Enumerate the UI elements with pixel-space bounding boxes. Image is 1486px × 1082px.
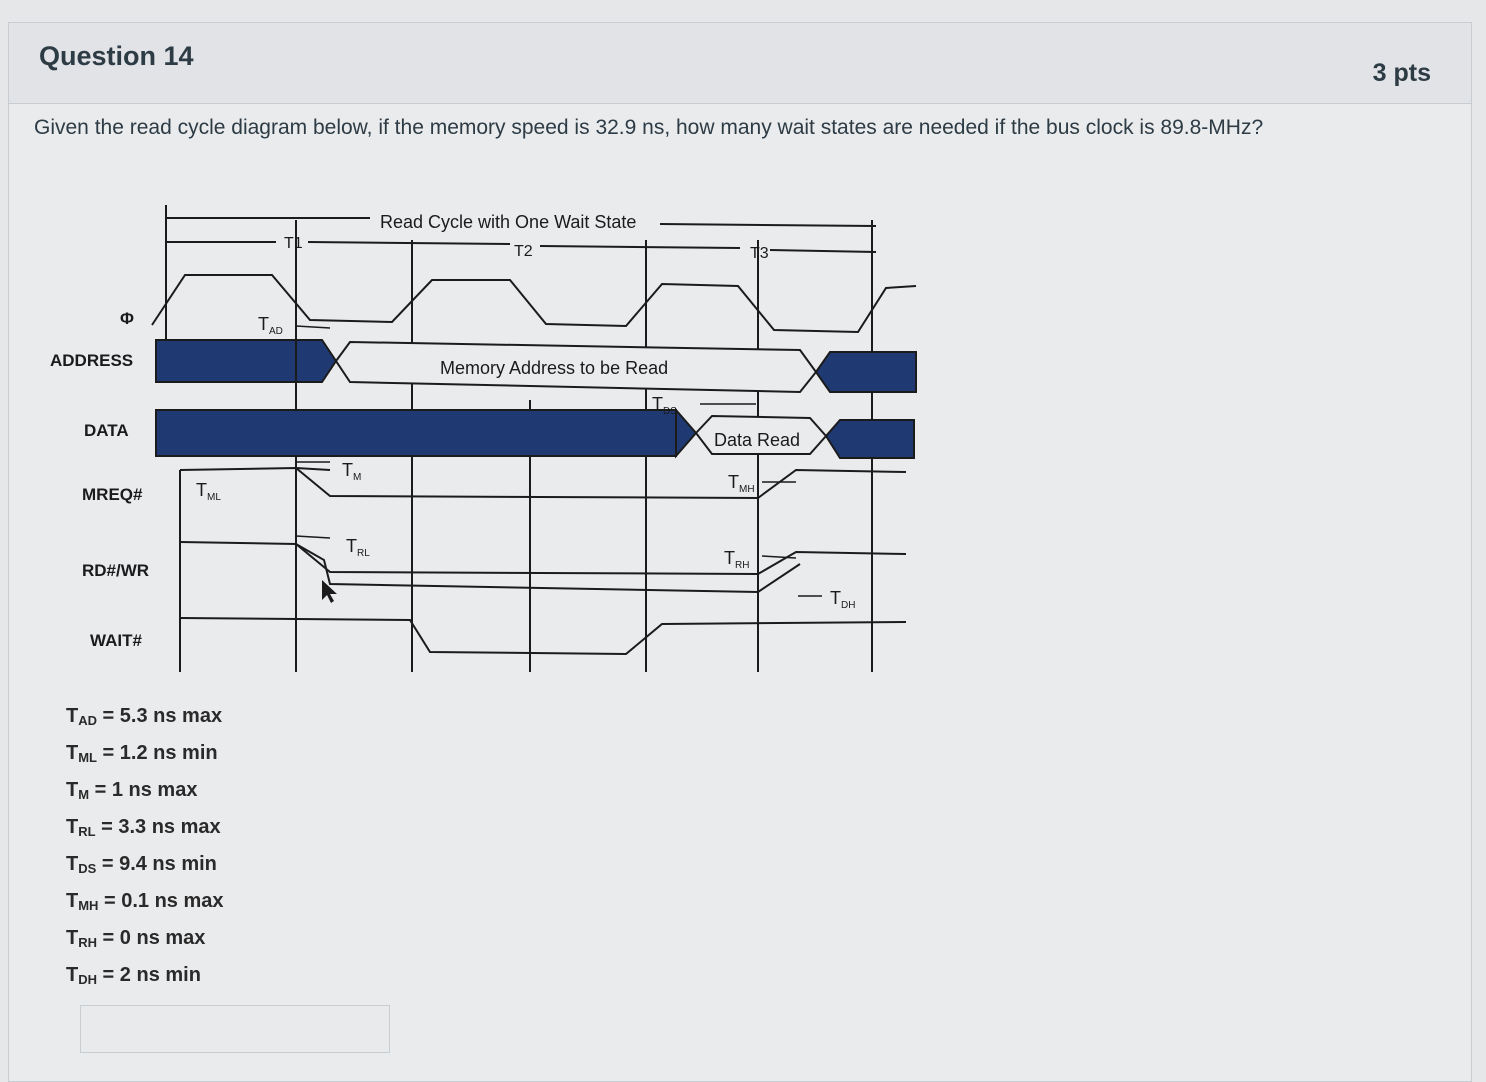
t2-span-line <box>307 241 511 245</box>
data-transition-left <box>675 407 698 459</box>
address-invalid-block-right <box>814 351 917 393</box>
tad-label: TAD <box>258 314 283 337</box>
trh-label: TRH <box>724 548 749 571</box>
mreq-waveform <box>179 466 907 500</box>
bus-clock-value: 89.8 <box>1160 116 1202 139</box>
param-tad: TAD = 5.3 ns max <box>66 705 223 728</box>
tad-arrow <box>295 325 331 329</box>
trl-arrow <box>295 535 331 539</box>
read-cycle-timing-diagram: Read Cycle with One Wait State T1 T2 T3 … <box>50 205 917 672</box>
clock-period-t1: T1 <box>284 235 303 252</box>
clock-waveform <box>151 274 917 334</box>
tml-label: TML <box>196 480 221 503</box>
rdwr-low-waveform <box>295 543 801 594</box>
signal-rdwr: RD#/WR <box>82 561 149 580</box>
address-label: Memory Address to be Read <box>440 358 668 378</box>
question-text-part: -MHz? <box>1201 116 1264 139</box>
data-invalid-block-right <box>824 419 915 459</box>
signal-mreq: MREQ# <box>82 485 143 504</box>
tdh-label: TDH <box>830 588 855 611</box>
signal-phi: Φ <box>120 309 134 328</box>
data-label: Data Read <box>714 430 800 450</box>
memory-speed-value: 32.9 <box>595 116 637 139</box>
param-tmh: TMH = 0.1 ns max <box>66 890 224 913</box>
question-title: Question 14 <box>39 41 194 71</box>
wait-waveform <box>179 617 907 656</box>
trl-label: TRL <box>346 536 370 559</box>
question-text-part: Given the read cycle diagram below, if t… <box>34 116 596 139</box>
trh-arrow <box>761 555 797 559</box>
param-tds: TDS = 9.4 ns min <box>66 853 217 876</box>
question-points: 3 pts <box>1372 59 1431 87</box>
tds-label: TDS <box>652 394 677 417</box>
clock-period-t2: T2 <box>514 243 533 260</box>
mreq-edge <box>295 467 331 471</box>
address-invalid-block <box>155 339 297 383</box>
signal-address: ADDRESS <box>50 351 133 370</box>
answer-input[interactable] <box>80 1005 390 1053</box>
question-header: Question 14 3 pts <box>9 23 1471 104</box>
diagram-title: Read Cycle with One Wait State <box>380 212 636 232</box>
timing-parameters: TAD = 5.3 ns max TML = 1.2 ns min TM = 1… <box>66 700 224 996</box>
t2-span-line <box>539 245 741 249</box>
question-text-part: ns, how many wait states are needed if t… <box>636 116 1161 139</box>
clock-period-t3: T3 <box>750 245 769 262</box>
rdwr-waveform <box>179 541 907 576</box>
param-tm: TM = 1 ns max <box>66 779 198 802</box>
param-tml: TML = 1.2 ns min <box>66 742 218 765</box>
tmh-label: TMH <box>728 472 755 495</box>
cycle-span-line <box>659 223 877 227</box>
tm-label: TM <box>342 460 361 483</box>
data-invalid-block <box>155 409 677 457</box>
question-text: Given the read cycle diagram below, if t… <box>34 116 1434 140</box>
t3-span-line <box>769 249 877 253</box>
address-transition-left <box>295 339 338 383</box>
param-trl: TRL = 3.3 ns max <box>66 816 221 839</box>
param-tdh: TDH = 2 ns min <box>66 964 201 987</box>
question-card: Question 14 3 pts <box>8 22 1472 1082</box>
mouse-cursor-icon <box>322 580 337 603</box>
signal-data: DATA <box>84 421 129 440</box>
signal-wait: WAIT# <box>90 631 142 650</box>
param-trh: TRH = 0 ns max <box>66 927 206 950</box>
